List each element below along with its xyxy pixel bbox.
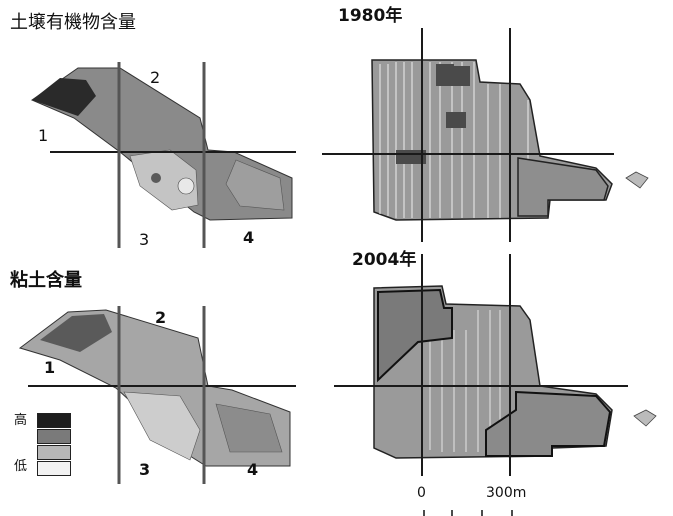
- legend-low-label: 低: [14, 459, 28, 474]
- organic-q1: 1: [38, 126, 49, 145]
- scale-start-label: 0: [417, 485, 426, 501]
- parcel-map-2004: [334, 254, 657, 476]
- organic-spot: [177, 177, 195, 195]
- organic-map-title: 土壌有機物含量: [10, 12, 136, 33]
- scale-bar: [423, 510, 513, 516]
- organic-dark-zone: [32, 78, 96, 116]
- parcels-2004-block-a: [377, 288, 453, 383]
- map1980-year: 1980年: [338, 6, 403, 26]
- legend-swatch-1: [37, 413, 71, 428]
- clay-q3: 3: [139, 460, 151, 479]
- clay-q4: 4: [247, 460, 259, 479]
- clay-dark-zone: [40, 314, 112, 352]
- organic-spot-2: [151, 173, 161, 183]
- clay-mid-zone: [215, 403, 283, 453]
- parcels-2004-block-b: [485, 390, 612, 457]
- legend-swatch-3: [37, 445, 71, 460]
- organic-mid-zone: [225, 159, 285, 211]
- parcels-1980-block: [517, 157, 609, 217]
- map2004-year: 2004年: [352, 250, 417, 270]
- parcels-1980-dark: [396, 64, 470, 164]
- legend-swatch-4: [37, 461, 71, 476]
- organic-q3: 3: [139, 230, 150, 249]
- organic-matter-map: [30, 62, 296, 248]
- organic-light-zone: [129, 149, 199, 211]
- parcels-1980-strips: [379, 62, 529, 218]
- organic-q4: 4: [243, 228, 255, 247]
- clay-q2: 2: [155, 308, 167, 327]
- legend-high-label: 高: [14, 413, 28, 428]
- parcel-map-1980: [322, 28, 649, 242]
- map2004-islet: [633, 409, 657, 427]
- legend-swatch-2: [37, 429, 71, 444]
- scale-end-label: 300m: [486, 485, 527, 501]
- clay-map: [18, 306, 296, 484]
- organic-q2: 2: [150, 68, 161, 87]
- map1980-islet: [625, 171, 649, 189]
- clay-q1: 1: [44, 358, 56, 377]
- clay-map-title: 粘土含量: [10, 270, 82, 291]
- clay-light-zone: [123, 391, 201, 461]
